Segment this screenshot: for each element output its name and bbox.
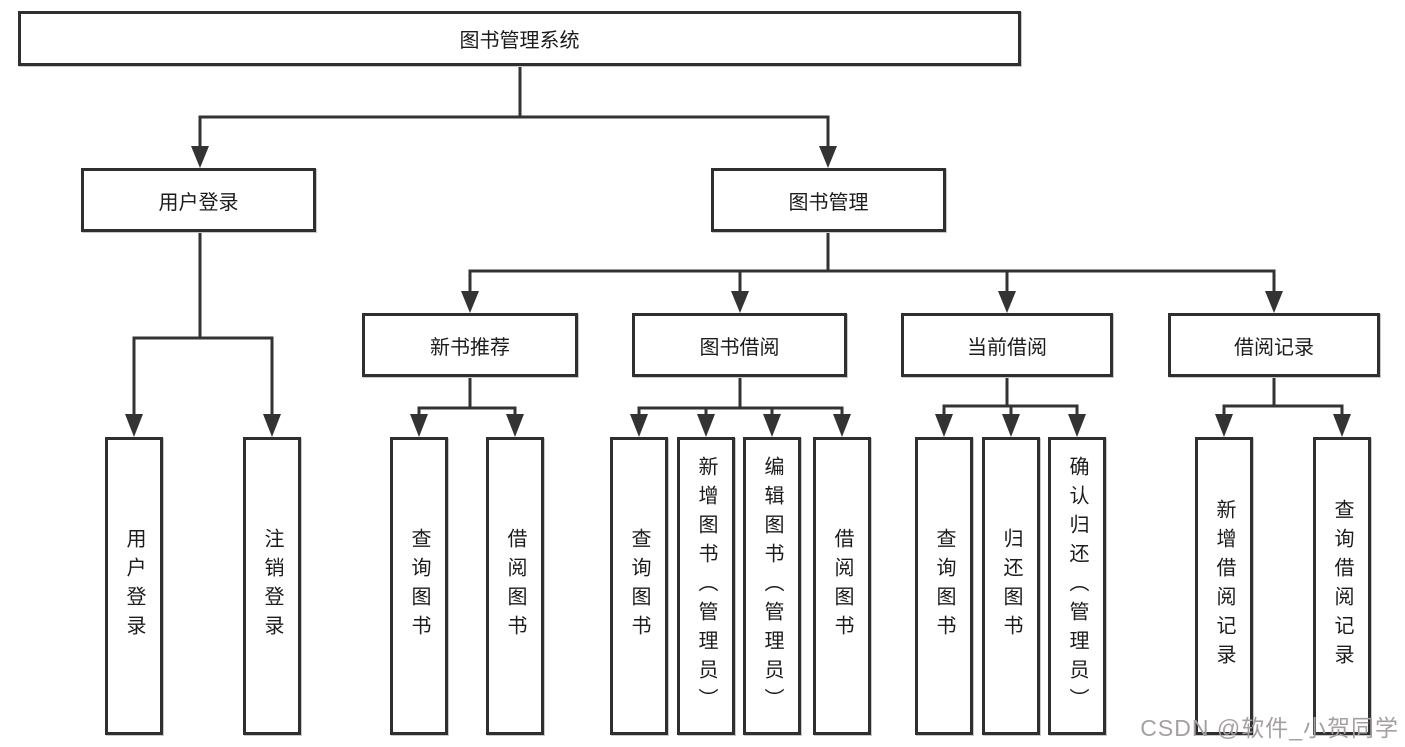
- node-current-borrow-label: 当前借阅: [967, 336, 1047, 359]
- leaf-query-books-current: 查询图书: [915, 437, 973, 735]
- leaf-query-books-current-label: 查询图书: [933, 528, 955, 644]
- leaf-borrow-books-recommend-label: 借阅图书: [504, 528, 526, 644]
- node-book-management-label: 图书管理: [788, 191, 869, 214]
- leaf-borrow-books-recommend: 借阅图书: [486, 437, 544, 735]
- node-book-management: 图书管理: [711, 168, 946, 232]
- arrowheads: [125, 146, 1351, 437]
- leaf-edit-book-admin-label: 编辑图书（管理员）: [761, 455, 783, 717]
- node-user-login-label: 用户登录: [158, 191, 239, 214]
- node-current-borrow: 当前借阅: [901, 313, 1113, 377]
- leaf-logout-label: 注销登录: [261, 528, 283, 644]
- leaf-borrow-books-label: 借阅图书: [831, 528, 853, 644]
- watermark: CSDN @软件_小贺同学: [1140, 715, 1399, 741]
- node-borrow-records: 借阅记录: [1168, 313, 1380, 377]
- leaf-user-login: 用户登录: [105, 437, 163, 735]
- leaf-query-books-borrow-label: 查询图书: [628, 528, 650, 644]
- leaf-edit-book-admin: 编辑图书（管理员）: [743, 437, 801, 735]
- leaf-add-book-admin: 新增图书（管理员）: [677, 437, 735, 735]
- leaf-query-borrow-record: 查询借阅记录: [1313, 437, 1371, 735]
- leaf-borrow-books: 借阅图书: [813, 437, 871, 735]
- leaf-confirm-return-admin: 确认归还（管理员）: [1048, 437, 1106, 735]
- node-user-login: 用户登录: [81, 168, 316, 232]
- node-root-label: 图书管理系统: [459, 30, 580, 52]
- node-book-borrow-label: 图书借阅: [699, 336, 780, 359]
- node-book-borrow: 图书借阅: [632, 313, 847, 377]
- leaf-user-login-label: 用户登录: [123, 528, 145, 644]
- leaf-return-book: 归还图书: [982, 437, 1040, 735]
- leaf-query-books-recommend-label: 查询图书: [408, 528, 430, 644]
- leaf-query-books-borrow: 查询图书: [610, 437, 668, 735]
- leaf-add-borrow-record-label: 新增借阅记录: [1213, 499, 1235, 673]
- leaf-query-books-recommend: 查询图书: [390, 437, 448, 735]
- node-root: 图书管理系统: [18, 11, 1021, 66]
- node-borrow-records-label: 借阅记录: [1234, 336, 1314, 359]
- leaf-add-book-admin-label: 新增图书（管理员）: [695, 455, 717, 717]
- node-new-book-recommend: 新书推荐: [362, 313, 578, 377]
- node-new-book-recommend-label: 新书推荐: [430, 336, 510, 359]
- leaf-confirm-return-admin-label: 确认归还（管理员）: [1066, 455, 1088, 717]
- leaf-logout: 注销登录: [243, 437, 301, 735]
- leaf-query-borrow-record-label: 查询借阅记录: [1331, 499, 1353, 673]
- leaf-add-borrow-record: 新增借阅记录: [1195, 437, 1253, 735]
- leaf-return-book-label: 归还图书: [1000, 528, 1022, 644]
